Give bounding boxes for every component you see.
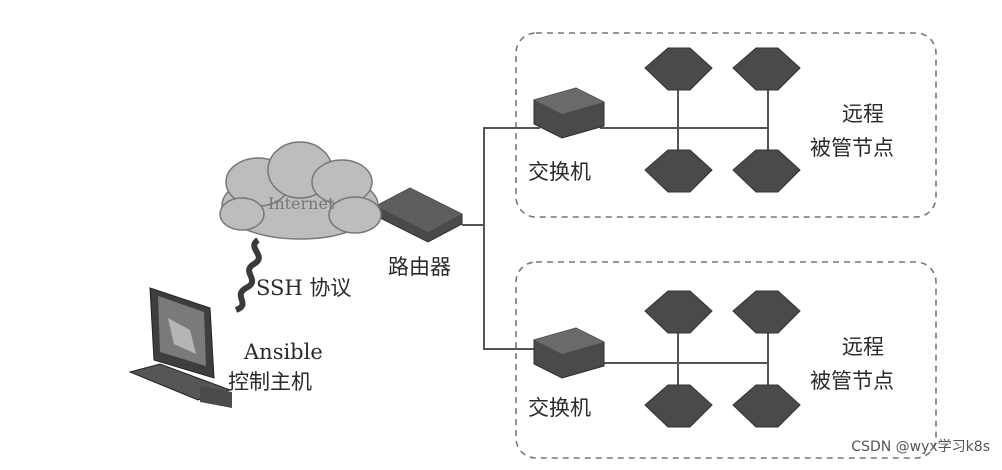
- control-host-line1: Ansible: [244, 340, 323, 364]
- group-bottom-box: [515, 261, 937, 459]
- node-diamond: [644, 384, 713, 428]
- internet-cloud: [219, 141, 382, 240]
- remote-bottom-line2: 被管节点: [810, 369, 894, 393]
- node-diamond: [644, 47, 713, 91]
- node-diamond: [732, 47, 801, 91]
- control-host-line2: 控制主机: [228, 370, 312, 394]
- switch-top-label: 交换机: [528, 160, 591, 184]
- switch-bottom: [533, 327, 605, 379]
- switch-top: [533, 87, 605, 139]
- ssh-link-squiggle: [234, 237, 262, 313]
- router-links: [462, 127, 540, 350]
- watermark: CSDN @wyx学习k8s: [851, 439, 990, 455]
- remote-top-line2: 被管节点: [810, 136, 894, 160]
- node-diamond: [732, 384, 801, 428]
- bottom-nodes: [644, 290, 801, 428]
- top-nodes: [644, 47, 801, 193]
- control-computer: [128, 287, 232, 408]
- internet-label: Internet: [268, 194, 335, 213]
- node-diamond: [644, 290, 713, 334]
- switch-bottom-label: 交换机: [528, 396, 591, 420]
- group-top-box: [515, 32, 937, 218]
- router-label: 路由器: [388, 255, 451, 279]
- remote-top-line1: 远程: [842, 102, 884, 126]
- node-diamond: [732, 149, 801, 193]
- router-device: [375, 187, 463, 243]
- remote-bottom-line1: 远程: [842, 335, 884, 359]
- ssh-label: SSH 协议: [256, 276, 352, 300]
- node-diamond: [644, 149, 713, 193]
- node-diamond: [732, 290, 801, 334]
